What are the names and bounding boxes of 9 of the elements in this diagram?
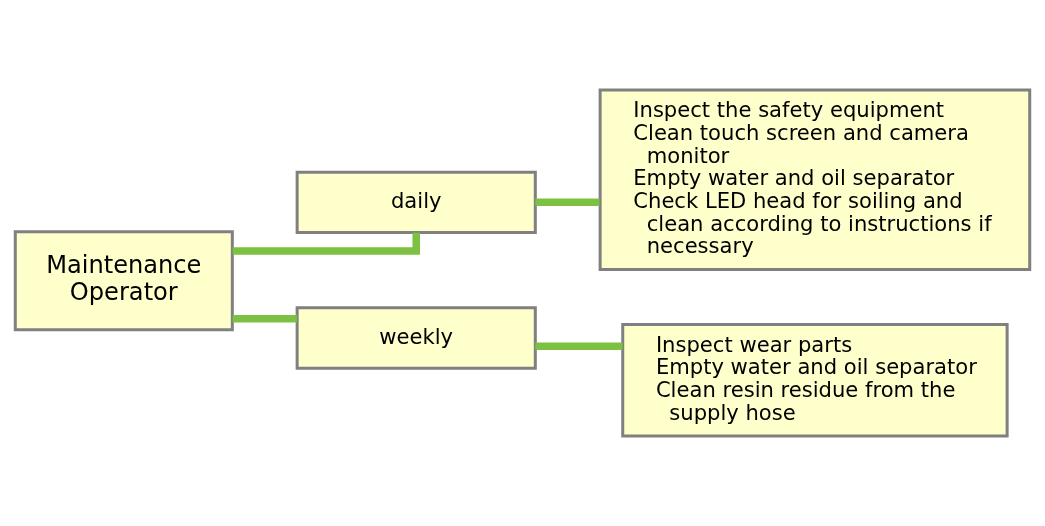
connector <box>232 232 420 255</box>
connector <box>535 342 623 351</box>
node-box: weekly <box>295 306 537 370</box>
node-box: Inspect the safety equipment Clean touch screen and camera monitor Empty water and oil separator Check LED head for soiling and clean according to instructions if necessary <box>598 88 1032 271</box>
connector <box>535 198 600 207</box>
node-box: Inspect wear parts Empty water and oil separator Clean resin residue from the supply hose <box>621 322 1009 438</box>
connector <box>232 315 297 323</box>
node-box: Maintenance Operator <box>13 230 234 332</box>
node-box: daily <box>295 170 537 234</box>
